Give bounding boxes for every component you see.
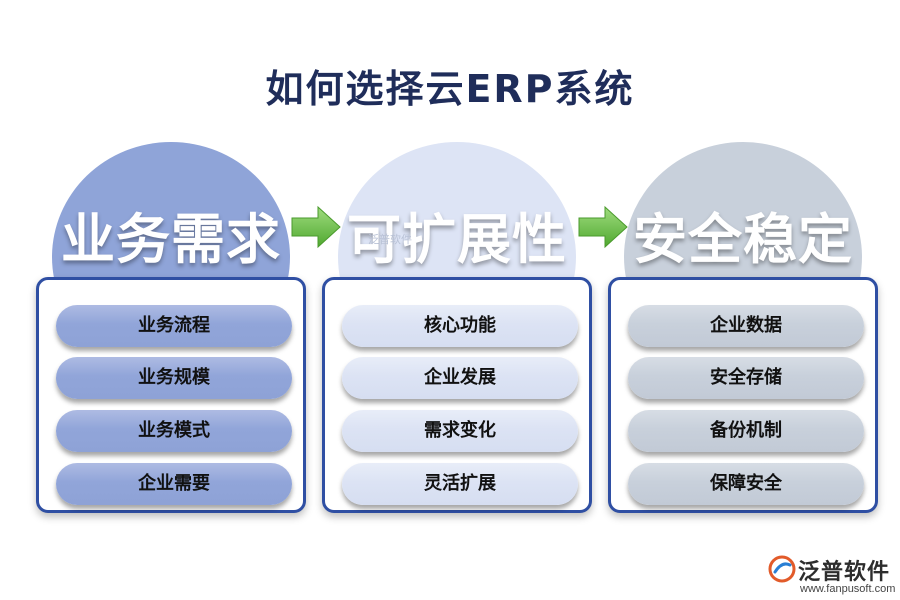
watermark-text: 泛普软件 bbox=[368, 233, 412, 246]
column-heading: 可扩展性 bbox=[347, 208, 567, 271]
item-pill: 保障安全 bbox=[628, 463, 864, 505]
column-heading: 安全稳定 bbox=[633, 208, 853, 271]
items-panel: 企业数据 安全存储 备份机制 保障安全 bbox=[608, 277, 878, 513]
logo-name: 泛普软件 bbox=[798, 560, 891, 585]
items-panel: 核心功能 企业发展 需求变化 灵活扩展 bbox=[322, 277, 592, 513]
column-business-needs: 业务需求 业务流程 业务规模 业务模式 企业需要 bbox=[36, 0, 306, 600]
arrow-right-icon bbox=[291, 205, 341, 249]
item-pill: 灵活扩展 bbox=[342, 463, 578, 505]
brand-logo: 泛普软件 www.fanpusoft.com bbox=[768, 553, 898, 597]
item-pill: 核心功能 bbox=[342, 305, 578, 347]
diagram-title: 如何选择云ERP系统 bbox=[265, 67, 635, 111]
item-pill: 备份机制 bbox=[628, 410, 864, 452]
column-heading: 业务需求 bbox=[61, 208, 281, 271]
item-pill: 企业数据 bbox=[628, 305, 864, 347]
column-scalability: 可扩展性 核心功能 企业发展 需求变化 灵活扩展 bbox=[322, 0, 592, 600]
item-pill: 业务流程 bbox=[56, 305, 292, 347]
logo-mark-icon bbox=[768, 555, 796, 583]
items-panel: 业务流程 业务规模 业务模式 企业需要 bbox=[36, 277, 306, 513]
item-pill: 安全存储 bbox=[628, 357, 864, 399]
logo-url: www.fanpusoft.com bbox=[800, 583, 896, 595]
item-pill: 企业需要 bbox=[56, 463, 292, 505]
item-pill: 企业发展 bbox=[342, 357, 578, 399]
item-pill: 业务规模 bbox=[56, 357, 292, 399]
item-pill: 需求变化 bbox=[342, 410, 578, 452]
arrow-right-icon bbox=[578, 205, 628, 249]
column-security-stability: 安全稳定 企业数据 安全存储 备份机制 保障安全 bbox=[608, 0, 878, 600]
item-pill: 业务模式 bbox=[56, 410, 292, 452]
